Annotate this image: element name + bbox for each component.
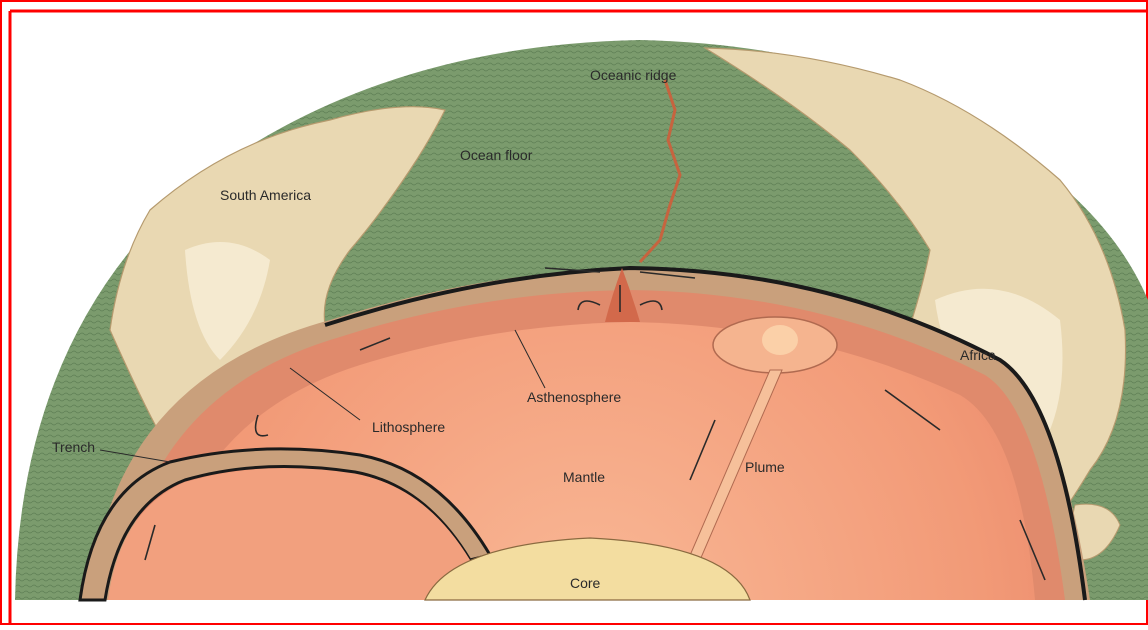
plume-label: Plume xyxy=(745,459,785,475)
south-america-label: South America xyxy=(220,187,311,203)
ocean-floor-label: Ocean floor xyxy=(460,147,533,163)
africa-label: Africa xyxy=(960,347,996,363)
asthenosphere-label: Asthenosphere xyxy=(527,389,621,405)
mantle-label: Mantle xyxy=(563,469,605,485)
trench-label: Trench xyxy=(52,439,95,455)
core-label: Core xyxy=(570,575,601,591)
plume-hotspot xyxy=(762,325,798,355)
oceanic-ridge-label: Oceanic ridge xyxy=(590,67,677,83)
lithosphere-label: Lithosphere xyxy=(372,419,445,435)
